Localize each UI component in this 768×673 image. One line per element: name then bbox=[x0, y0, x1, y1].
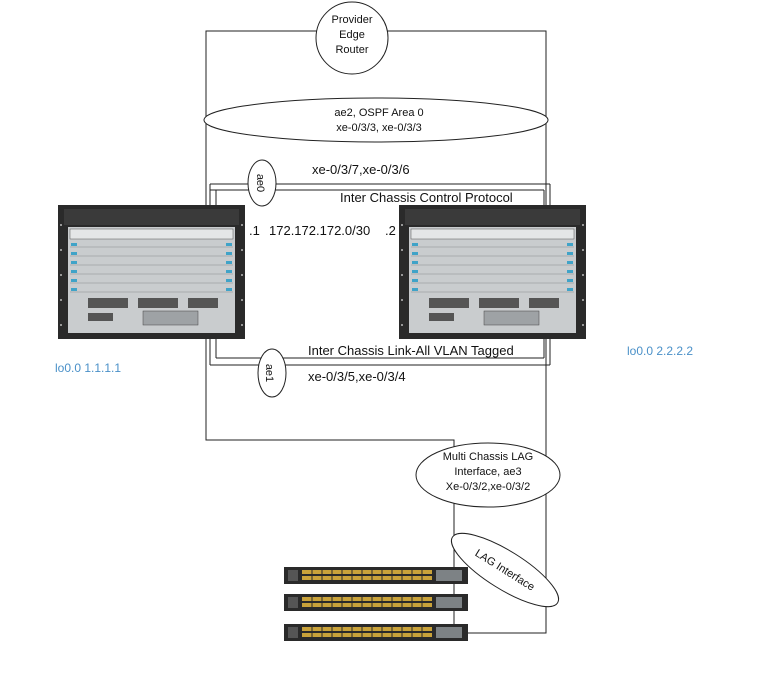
iccp-ports-label: xe-0/3/7,xe-0/3/6 bbox=[312, 162, 410, 177]
ae1-bundle: ae1 bbox=[257, 348, 287, 398]
ae2-label-2: xe-0/3/3, xe-0/3/3 bbox=[336, 122, 422, 134]
switch-1 bbox=[284, 567, 468, 584]
switch-3 bbox=[284, 624, 468, 641]
router-chassis-right bbox=[399, 205, 586, 339]
right-ip-suffix: .2 bbox=[385, 223, 396, 238]
left-ip-suffix: .1 bbox=[249, 223, 260, 238]
chassis-port-leds-left bbox=[71, 243, 232, 291]
chassis-top-panel bbox=[64, 209, 239, 225]
ae2-label-1: ae2, OSPF Area 0 bbox=[334, 107, 423, 119]
pe-router-circle bbox=[315, 1, 389, 75]
router-chassis-left bbox=[58, 205, 245, 339]
ae0-ellipse bbox=[247, 159, 277, 207]
icl-ports-label: xe-0/3/5,xe-0/3/4 bbox=[308, 369, 406, 384]
lag-ellipse bbox=[450, 532, 560, 608]
pe-router-label-3: Router bbox=[335, 44, 368, 56]
chassis-port-leds-right bbox=[412, 243, 573, 291]
switch-2 bbox=[284, 594, 468, 611]
ae2-ellipse bbox=[203, 97, 549, 143]
ae0-bundle: ae0 bbox=[247, 159, 277, 207]
mc-lag-label-2: Interface, ae3 bbox=[454, 466, 521, 478]
mc-lag-bundle: Multi Chassis LAG Interface, ae3 Xe-0/3/… bbox=[415, 442, 561, 508]
chassis-slots bbox=[411, 246, 574, 293]
provider-edge-router: Provider Edge Router bbox=[315, 1, 389, 75]
right-loopback-label: lo0.0 2.2.2.2 bbox=[627, 344, 693, 358]
mc-lag-label-1: Multi Chassis LAG bbox=[443, 451, 533, 463]
mc-lag-ellipse bbox=[415, 442, 561, 508]
left-loopback-label: lo0.0 1.1.1.1 bbox=[55, 361, 121, 375]
mc-lag-label-3: Xe-0/3/2,xe-0/3/2 bbox=[446, 481, 530, 493]
ae1-label: ae1 bbox=[263, 364, 275, 382]
chassis-slots bbox=[70, 246, 233, 293]
ae2-ospf-bundle: ae2, OSPF Area 0 xe-0/3/3, xe-0/3/3 bbox=[203, 97, 549, 143]
ae0-label: ae0 bbox=[254, 174, 266, 192]
iccp-subnet-label: 172.172.172.0/30 bbox=[269, 223, 370, 238]
ae1-ellipse bbox=[257, 348, 287, 398]
pe-router-label-2: Edge bbox=[339, 29, 365, 41]
chassis-rack-holes bbox=[60, 224, 243, 326]
chassis-top-panel bbox=[405, 209, 580, 225]
chassis-rack-holes bbox=[401, 224, 584, 326]
pe-router-label-1: Provider bbox=[332, 14, 373, 26]
chassis-io-modules bbox=[88, 298, 218, 326]
chassis-display bbox=[69, 228, 234, 240]
iccp-label: Inter Chassis Control Protocol bbox=[340, 190, 513, 205]
switch-stack bbox=[284, 567, 468, 641]
icl-label: Inter Chassis Link-All VLAN Tagged bbox=[308, 343, 514, 358]
chassis-io-modules bbox=[429, 298, 559, 326]
chassis-display bbox=[410, 228, 575, 240]
